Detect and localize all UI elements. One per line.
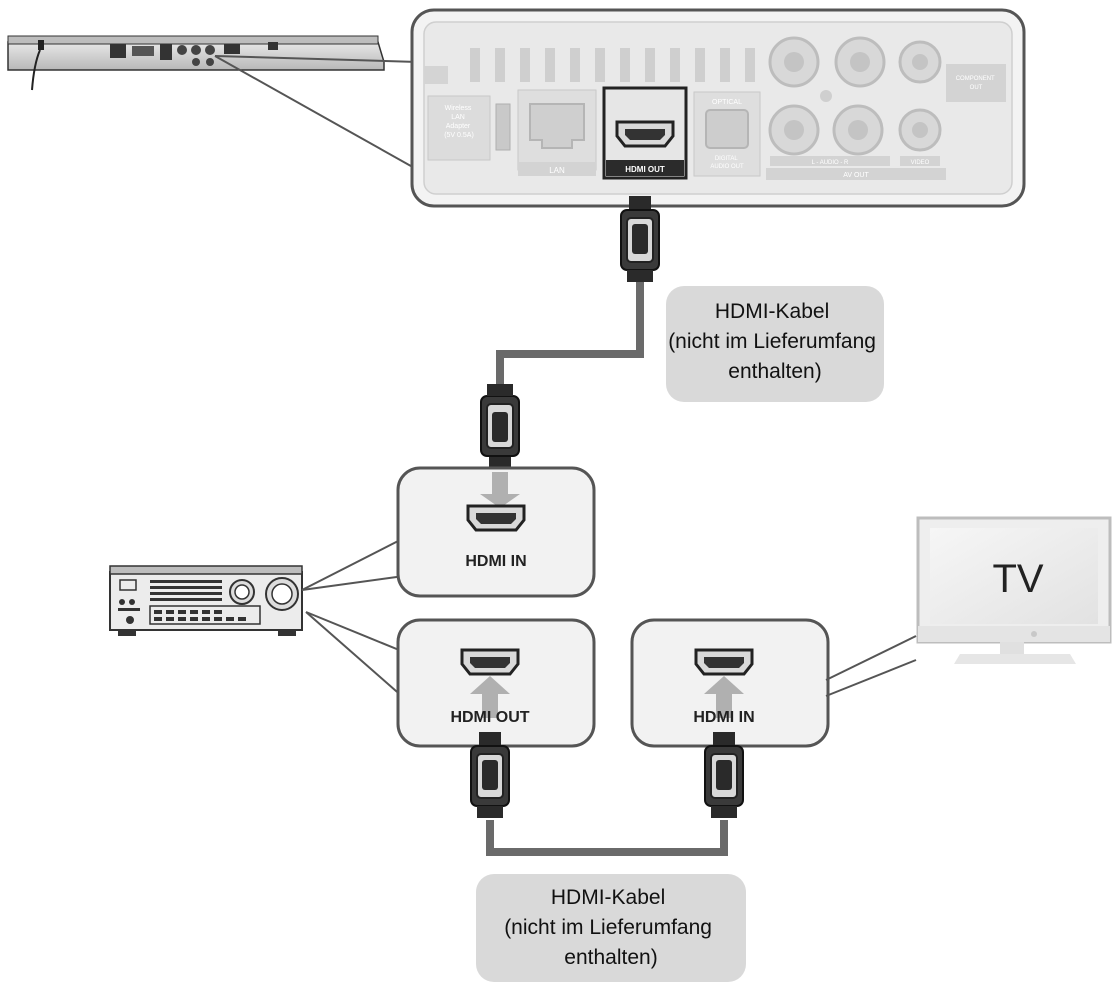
tv-hdmi-in-label: HDMI IN — [693, 709, 754, 726]
receiver-hdmi-out-label: HDMI OUT — [450, 709, 529, 726]
wireless-adapter-label: Wireless LAN Adapter (5V 0.5A) — [444, 105, 474, 139]
av-out-label: AV OUT — [843, 172, 869, 179]
optical-label: OPTICAL — [712, 99, 742, 106]
digital-audio-out-label: DIGITAL AUDIO OUT — [710, 156, 744, 170]
tv-icon: TV — [916, 516, 1112, 664]
receiver-hdmi-in-panel: HDMI IN — [396, 466, 596, 598]
lan-label: LAN — [549, 166, 565, 175]
receiver-hdmi-out-panel: HDMI OUT — [396, 618, 596, 748]
cable-label-bottom-box — [476, 874, 746, 982]
player-rear-panel: Wireless LAN Adapter (5V 0.5A) LAN HDMI … — [410, 8, 1026, 208]
cable-label-top-box — [666, 286, 884, 402]
tv-label: TV — [992, 557, 1043, 601]
player-hdmi-out-label: HDMI OUT — [625, 165, 665, 174]
bluray-player-icon — [7, 35, 419, 171]
av-receiver-icon — [109, 537, 405, 699]
component-out-label: COMPONENT OUT — [956, 76, 997, 91]
tv-hdmi-in-port-icon — [694, 648, 754, 676]
cable-label-bottom: HDMI-Kabel (nicht im Lieferumfang enthal… — [504, 886, 718, 969]
cable-label-top: HDMI-Kabel (nicht im Lieferumfang enthal… — [668, 300, 882, 383]
hdmi-plug-icon — [480, 383, 520, 471]
receiver-hdmi-in-label: HDMI IN — [465, 553, 526, 570]
receiver-hdmi-in-port-icon — [466, 504, 526, 532]
player-hdmi-out-port-icon — [615, 120, 675, 148]
hdmi-cable-bottom — [470, 731, 744, 856]
hdmi-plug-icon — [620, 195, 660, 283]
tv-hdmi-in-panel: HDMI IN — [630, 618, 917, 748]
audio-label: L - AUDIO - R — [812, 160, 849, 166]
receiver-hdmi-out-port-icon — [460, 648, 520, 676]
hdmi-cable-top — [480, 195, 660, 471]
video-label: VIDEO — [911, 160, 930, 166]
